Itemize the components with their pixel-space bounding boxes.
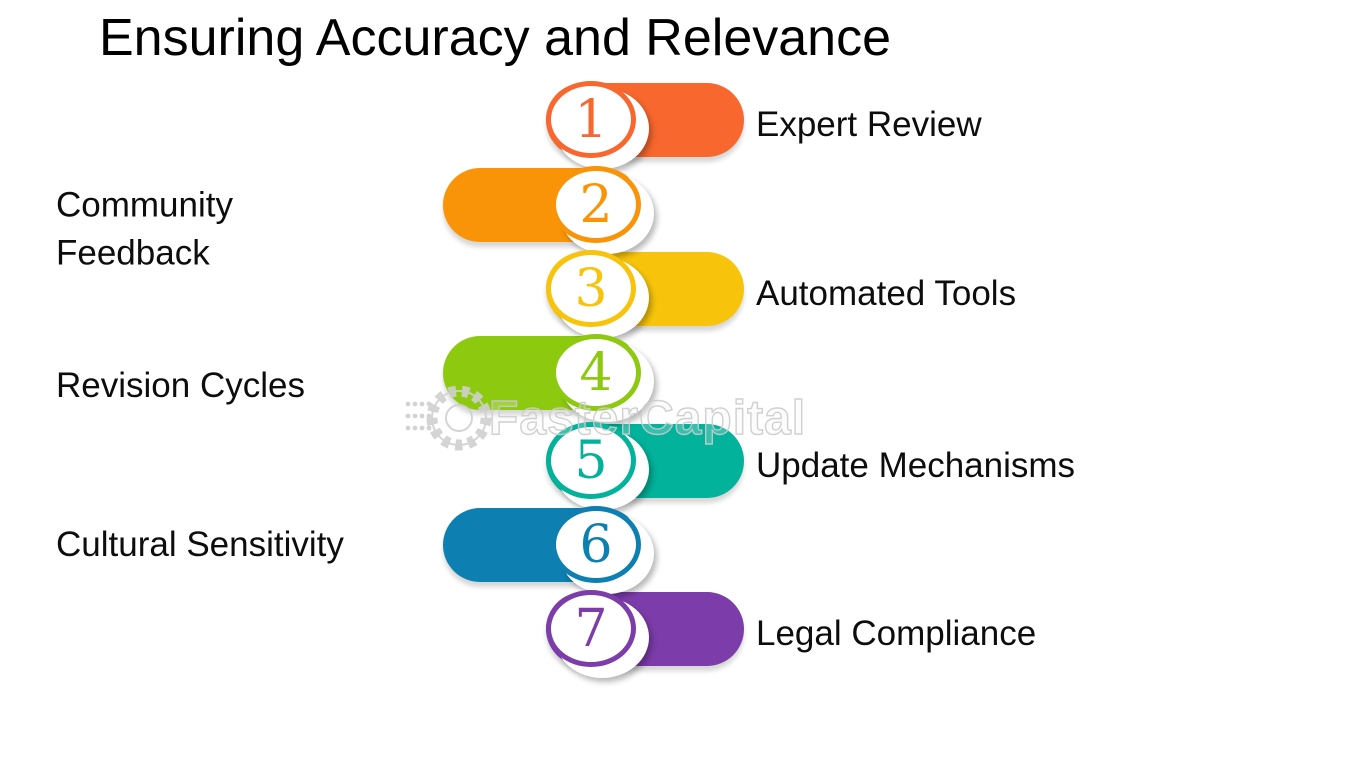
step-number: 5 — [574, 430, 608, 491]
dot-grid — [405, 401, 432, 431]
number-circle: 4 — [551, 334, 641, 411]
number-circle: 2 — [551, 166, 641, 243]
step-label: Community Feedback — [56, 185, 233, 273]
step-number: 6 — [579, 514, 613, 575]
number-circle: 5 — [546, 422, 636, 499]
step-label: Update Mechanisms — [756, 445, 1076, 485]
step-label: Automated Tools — [756, 273, 1017, 313]
step-label: Cultural Sensitivity — [56, 524, 344, 564]
number-circle: 6 — [551, 506, 641, 583]
step-number: 1 — [574, 89, 608, 150]
step-number: 2 — [579, 174, 613, 235]
step-number: 3 — [574, 258, 608, 319]
step-number: 4 — [579, 342, 613, 403]
number-circle: 1 — [546, 81, 636, 158]
page-title: Ensuring Accuracy and Relevance — [99, 9, 892, 67]
step-label: Legal Compliance — [756, 613, 1037, 653]
step-label: Revision Cycles — [56, 365, 305, 405]
step-label: Expert Review — [756, 104, 982, 144]
step-number: 7 — [574, 598, 608, 659]
number-circle: 7 — [546, 590, 636, 667]
number-circle: 3 — [546, 250, 636, 327]
